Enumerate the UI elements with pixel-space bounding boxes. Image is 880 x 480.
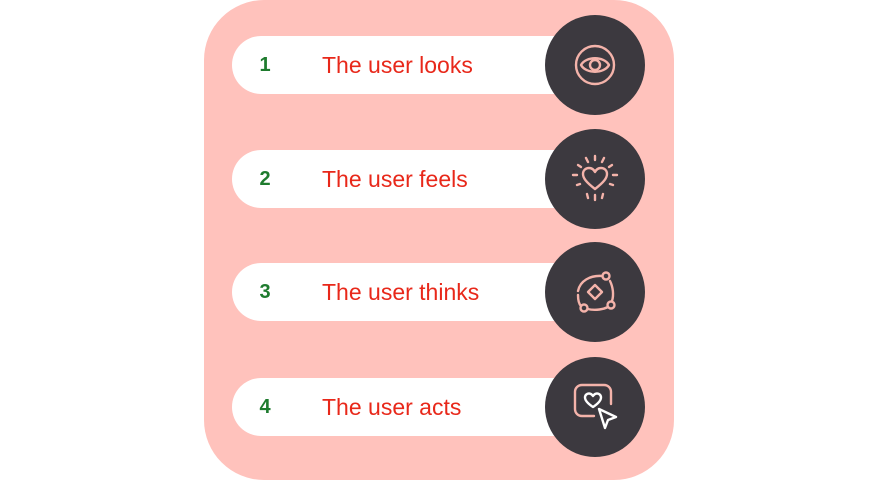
heart-cursor-icon [573, 383, 618, 430]
step-2-icon-circle [545, 129, 645, 229]
step-2-label: The user feels [322, 166, 468, 192]
step-3-icon-circle [545, 242, 645, 342]
step-4: 4 The user acts [232, 357, 645, 457]
step-4-icon-circle [545, 357, 645, 457]
step-3: 3 The user thinks [232, 242, 645, 342]
step-1-number: 1 [259, 54, 271, 76]
connected-nodes-icon [576, 271, 616, 313]
step-4-label: The user acts [322, 394, 462, 420]
step-2-pill: 2 The user feels [232, 150, 582, 208]
step-2-number: 2 [259, 168, 271, 190]
step-1: 1 The user looks [232, 15, 645, 115]
step-2: 2 The user feels [232, 129, 645, 229]
step-4-number: 4 [259, 396, 271, 418]
step-1-icon-circle [545, 15, 645, 115]
step-3-number: 3 [259, 281, 271, 303]
step-1-pill: 1 The user looks [232, 36, 582, 94]
step-4-pill: 4 The user acts [232, 378, 582, 436]
glowing-heart-icon [571, 154, 619, 202]
step-3-pill: 3 The user thinks [232, 263, 582, 321]
eye-icon [574, 44, 616, 86]
step-3-label: The user thinks [322, 279, 480, 305]
step-1-label: The user looks [322, 52, 473, 78]
